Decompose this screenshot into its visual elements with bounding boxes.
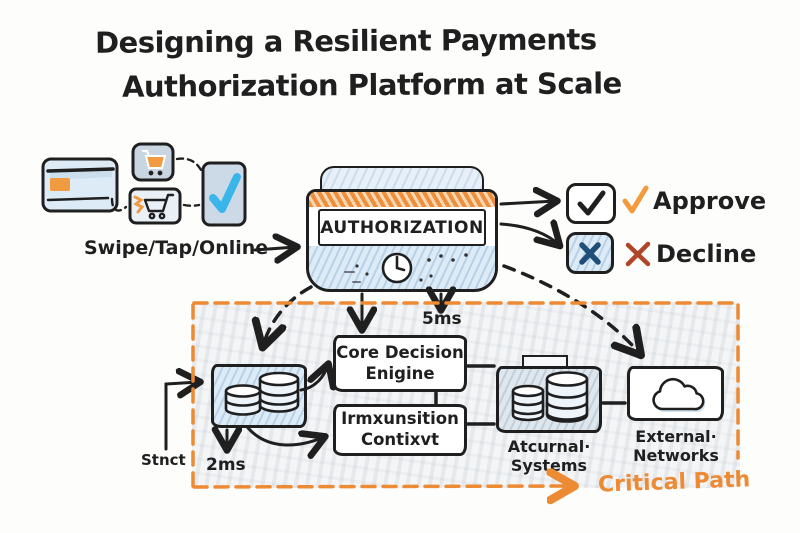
core-engine-line1: Core Decision (336, 342, 464, 362)
terminal-display: AUTHORIZATION (318, 209, 486, 246)
page-title-line1: Designing a Resilient Payments (94, 22, 597, 60)
cloud-icon (652, 377, 706, 413)
terminal-keypad-area (309, 246, 495, 289)
approve-label: Approve (653, 187, 767, 215)
core-engine-line2: Enigine (365, 363, 435, 383)
decline-label: Decline (656, 240, 757, 268)
authorization-terminal: AUTHORIZATION (306, 189, 498, 292)
page-title-line2: Authorization Platform at Scale (121, 66, 622, 104)
decline-x-icon (566, 232, 614, 274)
critical-path-label: Critical Path (597, 467, 751, 498)
external-networks-label-line1: External· (635, 427, 717, 446)
approve-accent-check-icon (622, 185, 649, 214)
external-networks-label: External· Networks (622, 427, 730, 465)
terminal-orange-band (309, 192, 495, 207)
internal-systems-label-line1: Atcurnal· (507, 437, 591, 456)
database-icon (224, 371, 300, 416)
swipe-tap-online-label: Swipe/Tap/Online (84, 237, 269, 259)
basket-icon (131, 142, 175, 182)
decline-accent-x-icon (625, 241, 651, 267)
database-stack-icon (511, 371, 589, 423)
phone-check-icon (201, 161, 247, 227)
internal-systems-label: Atcurnal· Systems (486, 437, 612, 475)
cart-icon (128, 187, 182, 225)
core-decision-engine-box: Core Decision Enigine (333, 335, 467, 392)
internal-systems-box (496, 366, 602, 433)
context-line2: Contixvt (360, 430, 440, 449)
external-networks-box (627, 366, 724, 421)
transaction-context-box: Irmxunsition Contixvt (333, 404, 467, 456)
authorization-label: AUTHORIZATION (320, 217, 484, 238)
latency-2ms-label: 2ms (206, 455, 246, 475)
approve-checkbox-icon (566, 183, 616, 224)
credit-card-icon (40, 151, 120, 217)
context-line1: Irmxunsition (341, 409, 459, 429)
stnct-label: Stnct (141, 451, 186, 469)
internal-systems-label-line2: Systems (510, 456, 588, 476)
external-networks-label-line2: Networks (633, 446, 719, 466)
clock-icon (344, 252, 468, 284)
latency-5ms-label: 5ms (422, 309, 462, 329)
cache-database-icon (211, 364, 307, 428)
